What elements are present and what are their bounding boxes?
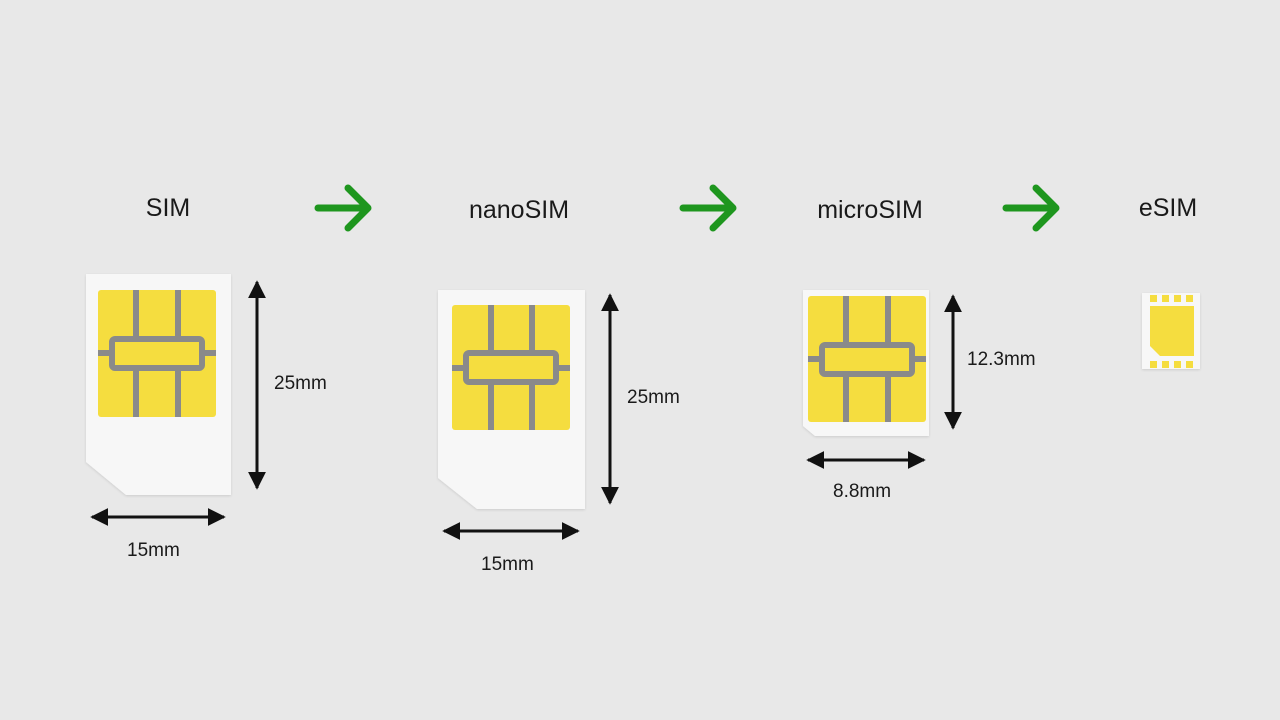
nanosim-chip [452,305,570,430]
microsim-width-label: 8.8mm [833,481,892,502]
arrow-nano-to-micro [679,184,737,232]
sim-card [86,274,231,495]
microsim-height-label: 12.3mm [967,349,1036,370]
microsim-chip [808,296,926,422]
esim-title: eSIM [1138,194,1198,222]
nanosim-title: nanoSIM [468,196,570,224]
nanosim-width-label: 15mm [481,554,534,575]
arrow-sim-to-nano [314,184,372,232]
arrow-micro-to-esim [1002,184,1060,232]
nanosim-card [438,290,585,509]
sim-width-label: 15mm [127,540,180,561]
sim-height-label: 25mm [274,373,327,394]
sim-chip [98,290,216,417]
esim-chip [1142,293,1200,369]
microsim-card [803,290,929,436]
sim-title: SIM [145,194,191,222]
microsim-title: microSIM [817,196,923,224]
nanosim-height-label: 25mm [627,387,680,408]
